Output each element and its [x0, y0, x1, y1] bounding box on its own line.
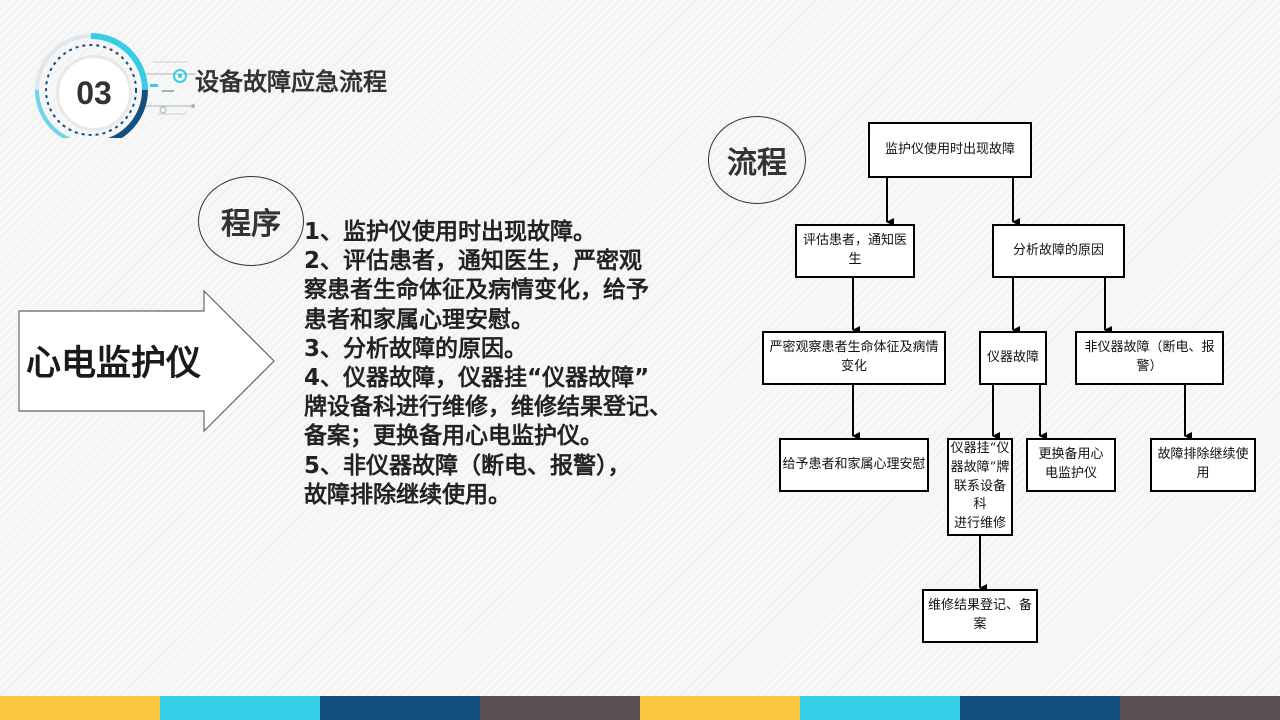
procedure-line: 故障排除继续使用。 [304, 481, 511, 508]
flow-box-replace: 更换备用心 电监护仪 [1026, 438, 1116, 492]
flow-box-repair: 仪器挂“仪 器故障”牌 联系设备科 进行维修 [947, 438, 1013, 536]
footer-bar-segment [640, 696, 800, 720]
section-number: 03 [56, 55, 132, 131]
flow-box-analyze: 分析故障的原因 [992, 224, 1125, 278]
section-badge: 03 [18, 18, 208, 138]
footer-bar-segment [1120, 696, 1280, 720]
flow-box-text: 电监护仪 [1044, 466, 1097, 481]
procedure-line: 3、分析故障的原因。 [304, 335, 528, 362]
flow-box-text: 严密观察患者生命体征及病情变化 [769, 340, 939, 374]
flow-box-assess: 评估患者，通知医生 [795, 224, 915, 278]
footer-bar-segment [800, 696, 960, 720]
footer-bar-segment [960, 696, 1120, 720]
procedure-line: 4、仪器故障，仪器挂“仪器故障” [304, 365, 650, 392]
flow-box-text: 评估患者，通知医生 [802, 233, 907, 267]
flow-box-text: 非仪器故障（断电、报警） [1084, 340, 1215, 374]
flow-box-text: 器故障”牌 [950, 459, 1010, 475]
flow-box-text: 仪器挂“仪 [950, 440, 1010, 456]
flow-box-comfort: 给予患者和家属心理安慰 [779, 438, 929, 492]
procedure-line: 1、监护仪使用时出现故障。 [304, 219, 597, 245]
flow-box-text: 分析故障的原因 [1012, 242, 1104, 258]
flow-box-text: 进行维修 [953, 516, 1006, 532]
flow-box-text: 仪器故障 [986, 349, 1039, 365]
footer-bar-segment [0, 696, 160, 720]
footer-bar-segment [320, 696, 480, 720]
tech-ring-icon [35, 33, 196, 138]
procedure-line: 2、评估患者，通知医生，严密观 [304, 248, 643, 275]
flow-box-text: 更换备用心 [1038, 447, 1104, 463]
procedure-line: 牌设备科进行维修，维修结果登记、 [304, 394, 672, 421]
flow-box-text: 监护仪使用时出现故障 [884, 141, 1015, 157]
procedure-line: 患者和家属心理安慰。 [304, 306, 534, 333]
flow-box-non-device-fault: 非仪器故障（断电、报警） [1075, 331, 1224, 385]
procedure-line: 察患者生命体征及病情变化，给予 [304, 277, 649, 304]
flow-box-resume: 故障排除继续使用 [1150, 438, 1256, 492]
flow-box-start: 监护仪使用时出现故障 [868, 122, 1032, 178]
footer-bar-segment [480, 696, 640, 720]
arrow-shape [18, 290, 275, 432]
flow-box-text: 给予患者和家属心理安慰 [782, 456, 926, 472]
flow-box-text: 联系设备科 [953, 478, 1006, 513]
procedure-label: 程序 [198, 176, 304, 266]
flow-box-text: 维修结果登记、备案 [927, 598, 1032, 632]
procedure-line: 备案；更换备用心电监护仪。 [304, 423, 603, 450]
flow-box-record: 维修结果登记、备案 [922, 589, 1038, 643]
flow-label: 流程 [708, 116, 806, 204]
flow-box-observe: 严密观察患者生命体征及病情变化 [762, 331, 946, 385]
flow-box-device-fault: 仪器故障 [979, 331, 1047, 385]
device-title: 心电监护仪 [26, 344, 202, 384]
procedure-line: 5、非仪器故障（断电、报警）， [304, 452, 631, 479]
procedure-text: 1、监护仪使用时出现故障。 2、评估患者，通知医生，严密观 察患者生命体征及病情… [304, 218, 744, 510]
flow-box-text: 故障排除继续使用 [1157, 447, 1249, 481]
footer-bar-segment [160, 696, 320, 720]
section-title: 设备故障应急流程 [195, 68, 387, 96]
